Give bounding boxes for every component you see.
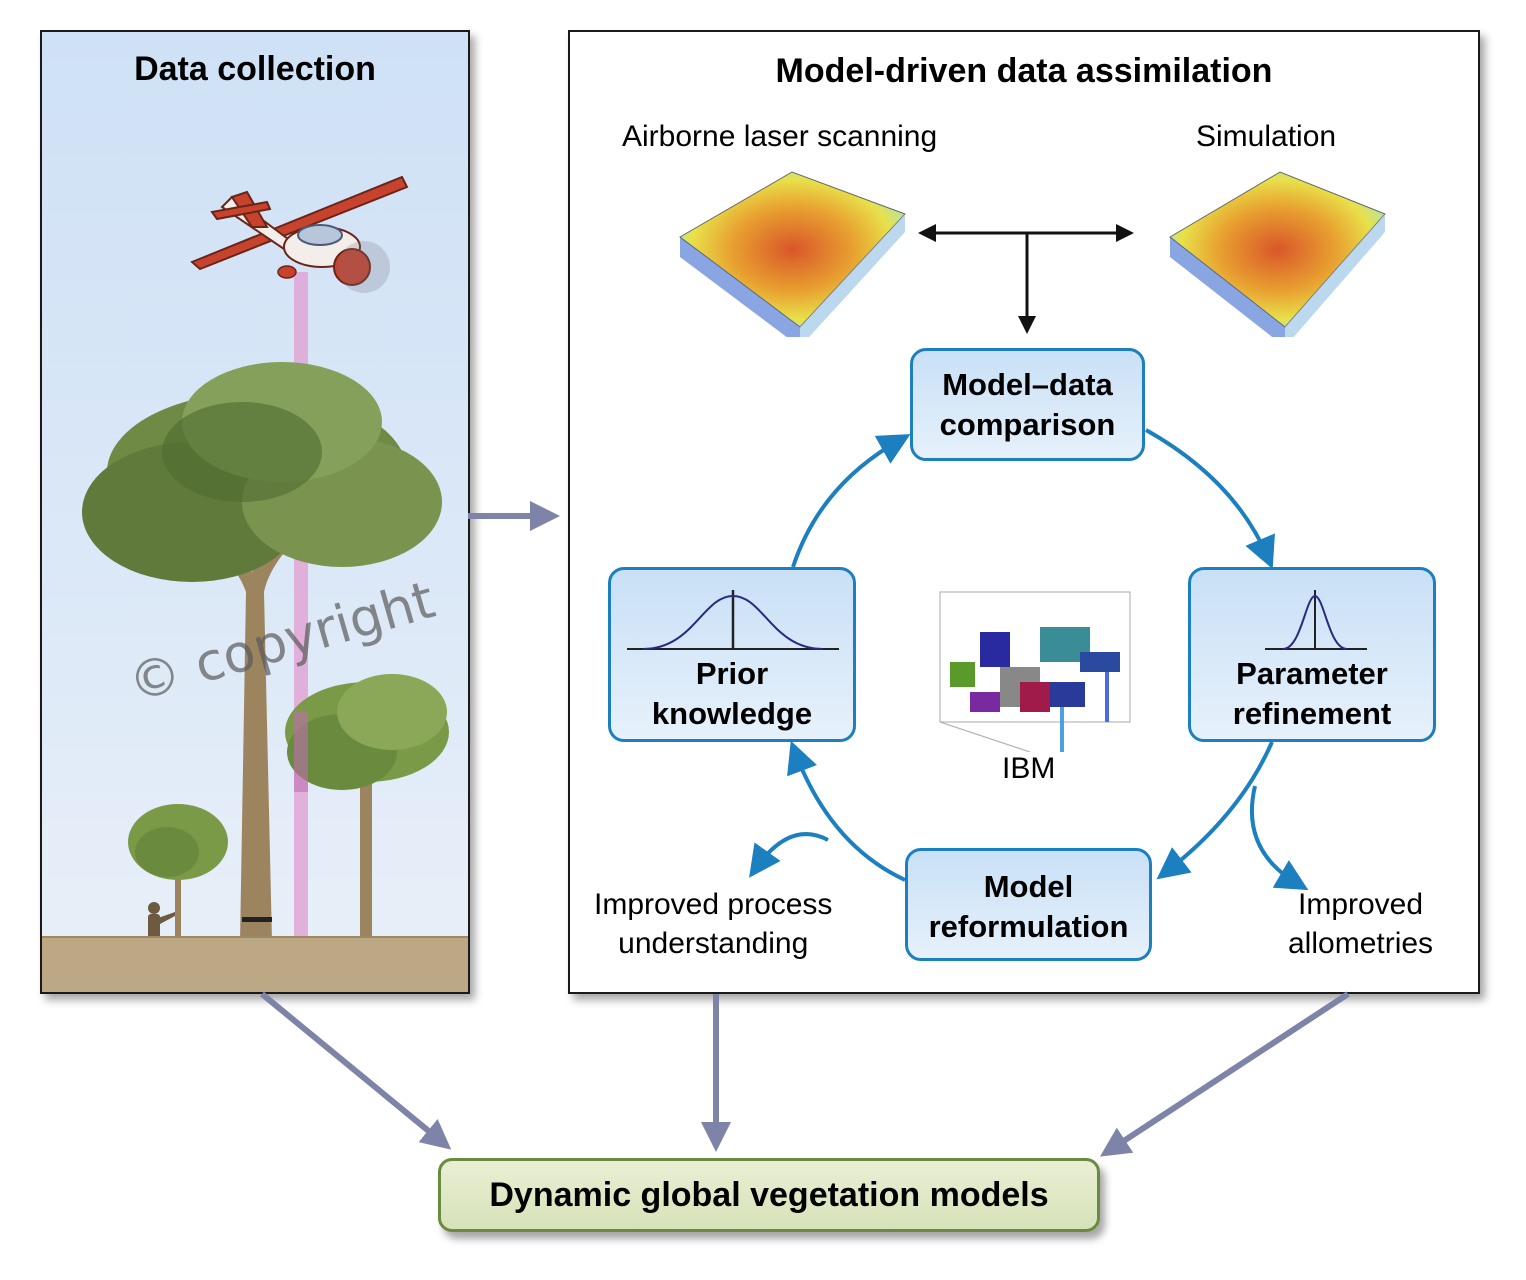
ground: [42, 936, 468, 992]
cycle-arrow-reformulation-to-prior: [787, 740, 906, 882]
simulation-canopy-heightmap: [1169, 171, 1386, 337]
data-collection-panel: Data collection: [40, 30, 470, 994]
field-illustration: [82, 175, 449, 942]
flow-arrow-collection-to-dgvm: [260, 991, 452, 1150]
simulation-label: Simulation: [1196, 120, 1337, 153]
light-aircraft-icon: [190, 175, 409, 293]
als-label: Airborne laser scanning: [622, 120, 938, 153]
data-collection-title: Data collection: [134, 50, 376, 88]
cycle-arrow-parameter-to-reformulation: [1156, 741, 1274, 880]
flow-arrow-outputs-to-dgvm: [1099, 991, 1350, 1157]
output-arrow-allometries: [1250, 785, 1309, 891]
data-assimilation-title: Model-driven data assimilation: [775, 52, 1273, 90]
model-reformulation-box: Model reformulation: [905, 848, 1152, 961]
als-canopy-heightmap: [679, 171, 906, 337]
output-arrow-process: [749, 832, 829, 878]
comparison-connector: [918, 224, 1134, 334]
ibm-3d-plot: [939, 591, 1131, 752]
allometries-output: Improved allometries: [1288, 888, 1434, 960]
data-assimilation-panel: Model-driven data assimilation Airborne …: [568, 30, 1480, 994]
prior-distribution-icon: [627, 590, 839, 650]
medium-tree: [285, 674, 449, 942]
model-data-comparison-box: Model–data comparison: [910, 348, 1145, 461]
large-tree: [82, 362, 442, 942]
dgvm-box: Dynamic global vegetation models: [438, 1158, 1100, 1232]
cycle-arrow-comparison-to-parameter: [1145, 428, 1275, 570]
small-tree: [128, 804, 228, 942]
prior-knowledge-box: Prior knowledge: [608, 567, 856, 742]
cycle-arrow-prior-to-comparison: [791, 434, 911, 568]
parameter-refinement-box: Parameter refinement: [1188, 567, 1436, 742]
process-understanding-output: Improved process understanding: [594, 888, 833, 960]
ibm-label: IBM: [1002, 752, 1056, 785]
person-measuring-tree: [148, 902, 175, 942]
posterior-distribution-icon: [1265, 590, 1367, 650]
